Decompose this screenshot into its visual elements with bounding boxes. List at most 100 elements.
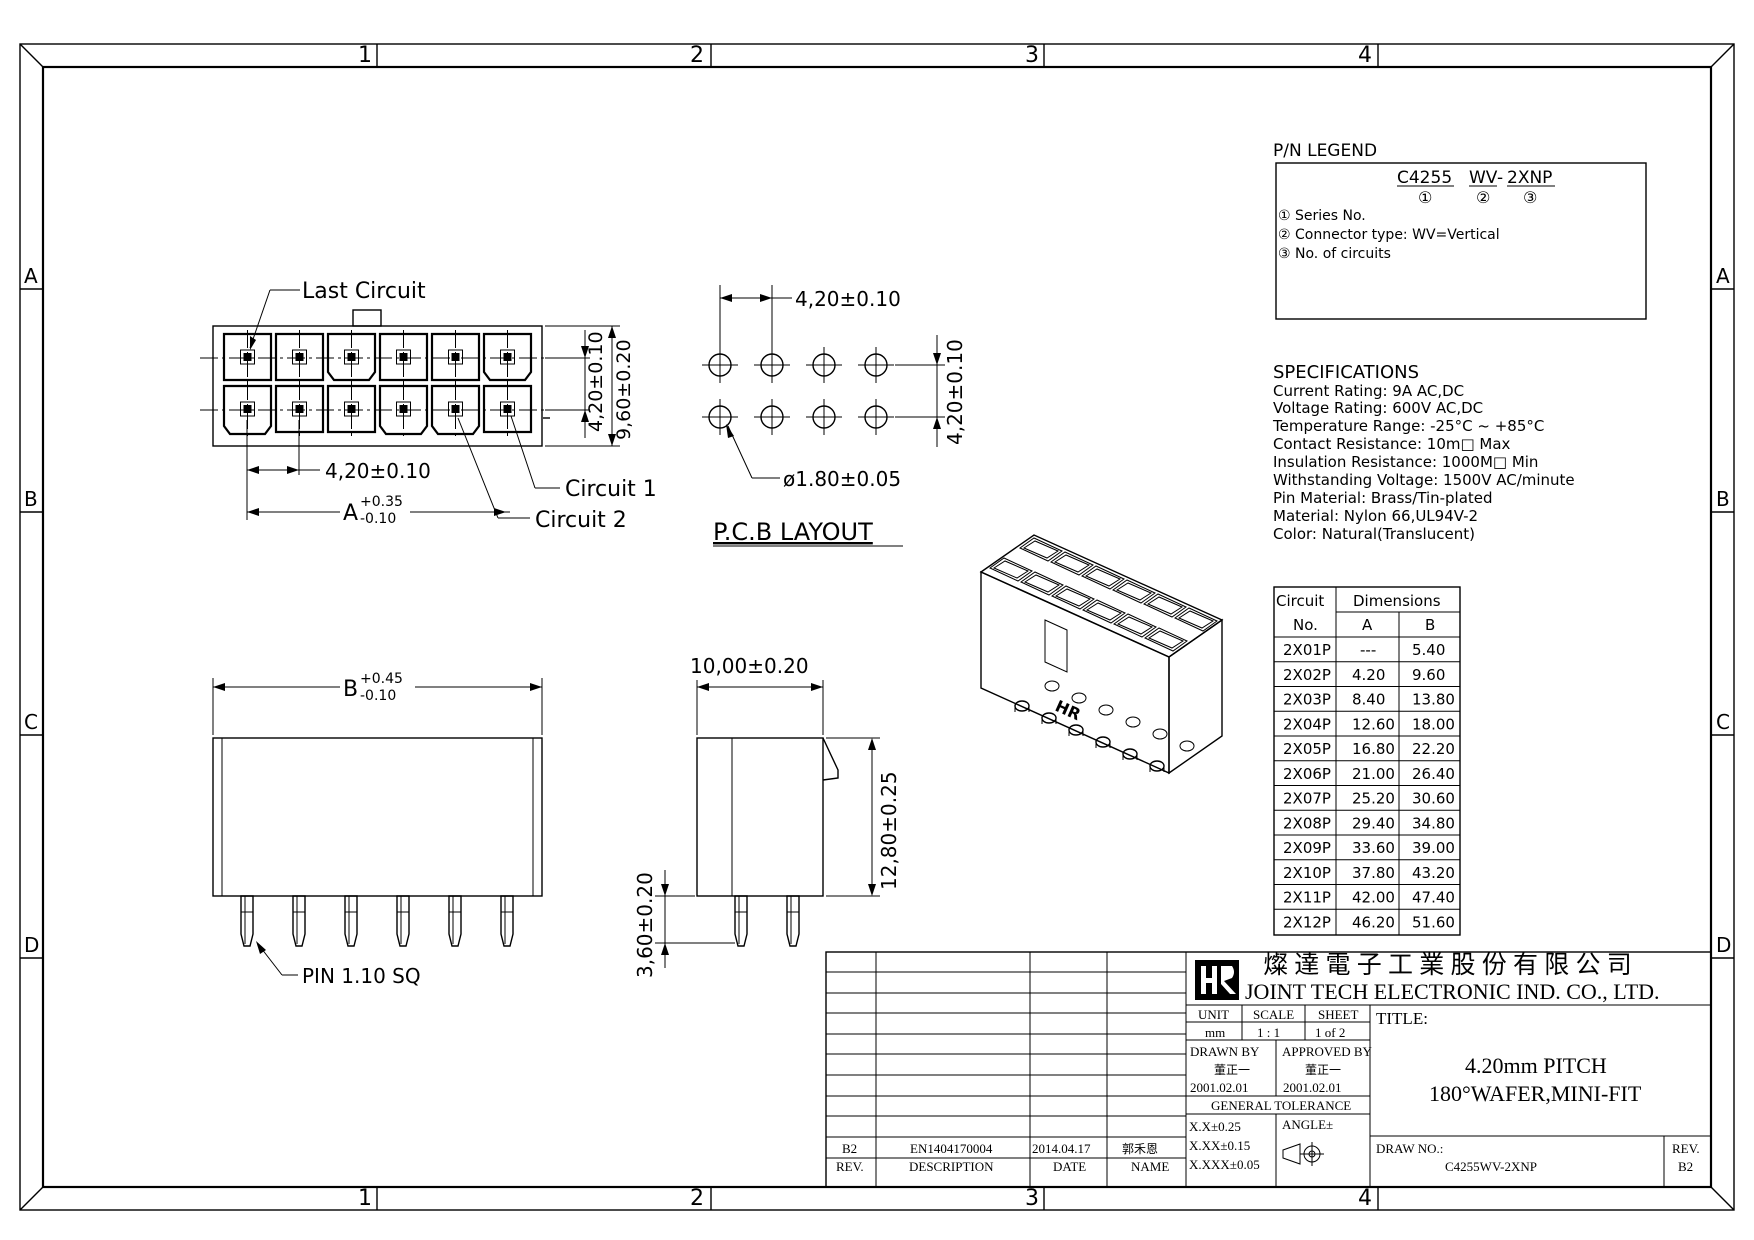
zone-row-d-right: D	[1716, 933, 1731, 957]
table-cell: 18.00	[1412, 715, 1455, 733]
iso-cavity-inner	[1177, 610, 1215, 629]
pn-part-series: C4255	[1397, 168, 1452, 188]
dim-b: B	[343, 677, 358, 702]
terminal-core	[347, 353, 356, 361]
sheet-header: SHEET	[1318, 1007, 1359, 1022]
iso-cavity-inner	[1023, 574, 1061, 593]
isometric-view: HR	[979, 534, 1224, 775]
cavity	[378, 384, 429, 436]
iso-cavity	[1051, 585, 1095, 610]
iso-cavity-inner	[1053, 554, 1091, 573]
pin-size-label: PIN 1.10 SQ	[302, 964, 421, 988]
table-cell: 47.40	[1412, 889, 1455, 907]
terminal-core	[399, 405, 408, 413]
zone-col-4-bottom: 4	[1358, 1186, 1372, 1211]
scale-value: 1 : 1	[1257, 1025, 1280, 1040]
iso-cavity	[1082, 599, 1126, 624]
terminal-core	[503, 405, 512, 413]
iso-pin-rear	[1125, 716, 1141, 728]
cavity	[430, 384, 481, 436]
company-logo-icon	[1195, 960, 1239, 1000]
iso-cavity-inner	[1085, 602, 1123, 621]
iso-pin-rear	[1179, 740, 1195, 752]
table-cell: 13.80	[1412, 691, 1455, 709]
table-cell: 37.80	[1352, 864, 1395, 882]
cavity	[482, 332, 533, 382]
side-view-depth: 10,00±0.20 12,80±0.25 3,60±0.20	[633, 654, 901, 978]
pn-part-type: WV	[1469, 168, 1498, 188]
cavity	[326, 332, 377, 382]
table-cell: 2X09P	[1283, 839, 1331, 857]
circuit-2-label: Circuit 2	[535, 508, 627, 533]
cavity	[274, 332, 325, 382]
spec-line-6: Withstanding Voltage: 1500V AC/minute	[1273, 471, 1575, 489]
table-cell: 43.20	[1412, 864, 1455, 882]
last-circuit-label: Last Circuit	[302, 279, 426, 304]
rev-value: B2	[1678, 1159, 1693, 1174]
pin	[786, 895, 800, 947]
iso-cavities	[989, 537, 1218, 652]
table-header-dimensions: Dimensions	[1353, 592, 1441, 610]
table-header-b: B	[1425, 616, 1435, 634]
spec-line-1: Current Rating: 9A AC,DC	[1273, 382, 1464, 400]
specs-heading: SPECIFICATIONS	[1273, 362, 1419, 383]
cavity	[274, 384, 325, 434]
zone-col-4: 4	[1358, 43, 1372, 68]
pcb-dim-row: 4,20±0.10	[943, 339, 967, 445]
dim-pin-length: 3,60±0.20	[633, 872, 657, 978]
scale-header: SCALE	[1253, 1007, 1294, 1022]
terminal-core	[451, 405, 460, 413]
drawn-by-header: DRAWN BY	[1190, 1044, 1260, 1059]
pcb-layout: 4,20±0.10 4,20±0.10 ø1.80±0.05 P.C.B LAY…	[702, 285, 967, 547]
dim-row-pitch: 4,20±0.10	[585, 331, 607, 432]
pin	[292, 895, 306, 947]
iso-cavity-inner	[1115, 582, 1153, 601]
iso-pin-rear	[1098, 704, 1114, 716]
table-cell: 51.60	[1412, 913, 1455, 931]
table-cell: 4.20	[1352, 666, 1385, 684]
dim-a-tol-minus: -0.10	[360, 511, 396, 527]
zone-row-b: B	[24, 487, 38, 511]
table-cell: 2X01P	[1283, 641, 1331, 659]
terminal-core	[295, 405, 304, 413]
iso-cavity	[1143, 593, 1187, 618]
table-cell: 2X03P	[1283, 691, 1331, 709]
spec-line-4: Contact Resistance: 10m□ Max	[1273, 435, 1511, 453]
approved-by-name: 董正一	[1305, 1063, 1341, 1077]
table-cell: 2X02P	[1283, 666, 1331, 684]
iso-pins	[1014, 680, 1195, 772]
rev-row-date: 2014.04.17	[1032, 1141, 1091, 1156]
table-row-lines	[1274, 636, 1460, 910]
pn-part-sep: -	[1497, 168, 1503, 188]
dim-b-tol-plus: +0.45	[360, 671, 403, 687]
pn-legend-line-2: ② Connector type: WV=Vertical	[1278, 227, 1500, 243]
table-cell: 42.00	[1352, 889, 1395, 907]
draw-no-value: C4255WV-2XNP	[1445, 1159, 1537, 1174]
table-cell: 2X05P	[1283, 740, 1331, 758]
spec-line-9: Color: Natural(Translucent)	[1273, 525, 1475, 543]
table-cell: 2X12P	[1283, 913, 1331, 931]
unit-value: mm	[1205, 1025, 1225, 1040]
terminal-core	[347, 405, 356, 413]
tolerance-1: X.X±0.25	[1189, 1119, 1241, 1134]
title-line-1: 4.20mm PITCH	[1465, 1053, 1607, 1078]
table-cell: 26.40	[1412, 765, 1455, 783]
zone-row-c: C	[24, 710, 38, 734]
iso-cavity-inner	[1147, 630, 1185, 649]
revision-grid-lines	[826, 971, 1186, 1159]
zone-row-a-right: A	[1716, 264, 1730, 288]
name-col-header: NAME	[1131, 1159, 1169, 1174]
rev-row-desc: EN1404170004	[910, 1141, 993, 1156]
dim-b-tol-minus: -0.10	[360, 688, 396, 704]
zone-col-3-bottom: 3	[1025, 1186, 1039, 1211]
dim-pitch: 4,20±0.10	[325, 459, 431, 483]
spec-line-7: Pin Material: Brass/Tin-plated	[1273, 489, 1493, 507]
circuit-1-label: Circuit 1	[565, 477, 657, 502]
approved-date: 2001.02.01	[1283, 1080, 1342, 1095]
table-cell: 30.60	[1412, 790, 1455, 808]
iso-pin	[1068, 724, 1084, 736]
table-cell: 29.40	[1352, 814, 1395, 832]
pn-legend-heading: P/N LEGEND	[1273, 141, 1377, 161]
table-header-no: No.	[1293, 616, 1318, 634]
iso-pin	[1122, 748, 1138, 760]
